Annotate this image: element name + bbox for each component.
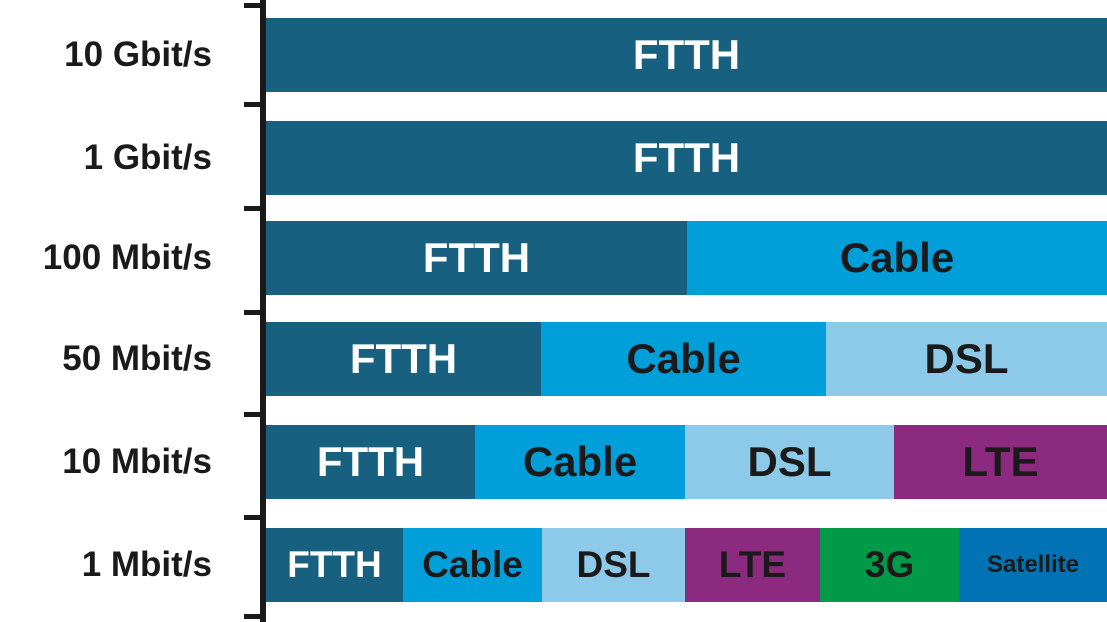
segment-3g: 3G — [820, 528, 959, 602]
segment-ftth: FTTH — [266, 18, 1107, 92]
segment-ftth: FTTH — [266, 425, 475, 499]
axis-tick-2 — [244, 206, 264, 211]
row-label: 50 Mbit/s — [62, 339, 212, 378]
row-label: 1 Gbit/s — [83, 138, 212, 177]
bar-row: FTTH — [266, 121, 1107, 195]
segment-satellite: Satellite — [959, 528, 1107, 602]
segment-ftth: FTTH — [266, 322, 541, 396]
axis-tick-4 — [244, 412, 264, 417]
segment-cable: Cable — [687, 221, 1107, 295]
row-label: 10 Gbit/s — [64, 35, 212, 74]
axis-tick-1 — [244, 102, 264, 107]
row-label: 1 Mbit/s — [81, 545, 212, 584]
segment-ftth: FTTH — [266, 221, 687, 295]
axis-tick-0 — [244, 3, 264, 8]
segment-ftth: FTTH — [266, 528, 403, 602]
segment-cable: Cable — [475, 425, 685, 499]
axis-tick-6 — [244, 614, 264, 619]
axis-tick-3 — [244, 310, 264, 315]
segment-ftth: FTTH — [266, 121, 1107, 195]
row-label: 100 Mbit/s — [42, 238, 212, 277]
bar-row: FTTH — [266, 18, 1107, 92]
segment-lte: LTE — [894, 425, 1107, 499]
segment-dsl: DSL — [826, 322, 1107, 396]
segment-cable: Cable — [541, 322, 826, 396]
segment-dsl: DSL — [685, 425, 894, 499]
segment-cable: Cable — [403, 528, 542, 602]
segment-lte: LTE — [685, 528, 820, 602]
axis-tick-5 — [244, 515, 264, 520]
row-label: 10 Mbit/s — [62, 442, 212, 481]
segment-dsl: DSL — [542, 528, 685, 602]
